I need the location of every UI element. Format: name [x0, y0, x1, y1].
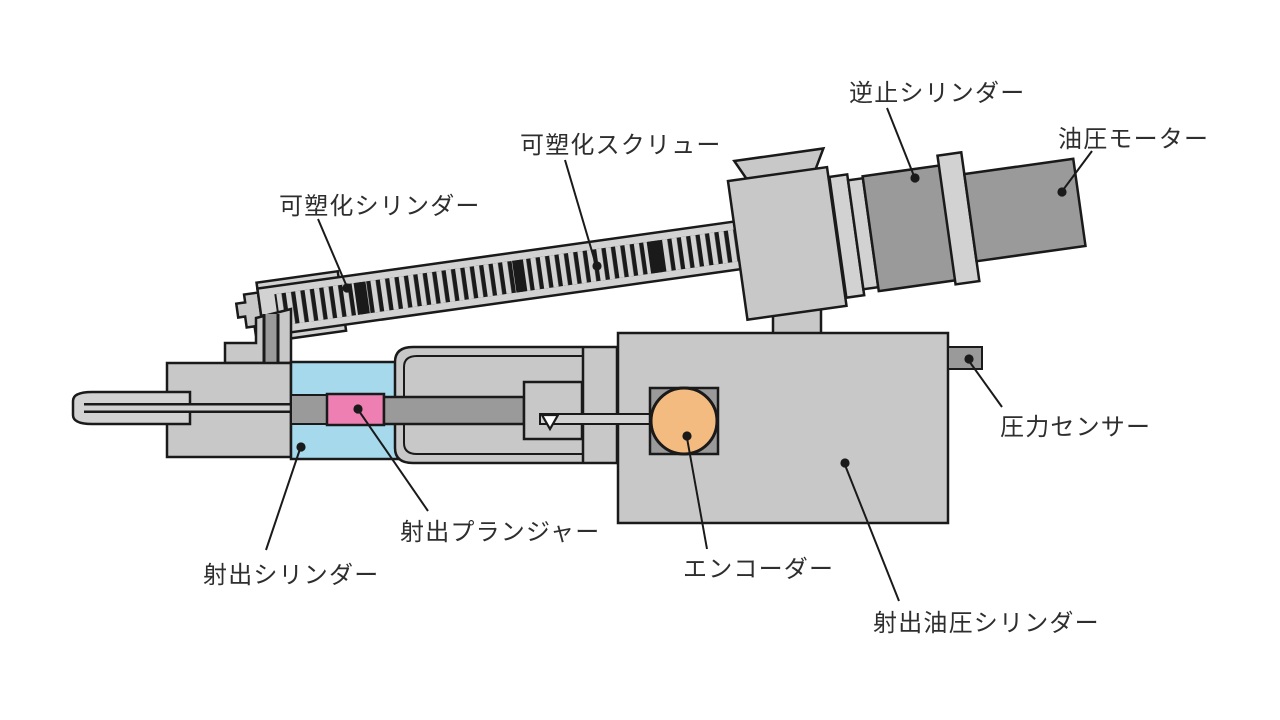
dot-injection-plunger [353, 404, 363, 414]
screw-gap-1 [353, 281, 370, 315]
dot-injection-hydraulic-cylinder [840, 458, 850, 468]
plasticizing-screw-flights [274, 229, 741, 326]
plasticizing-unit [234, 146, 1087, 344]
leader-injection-hydraulic-cylinder [844, 464, 900, 602]
label-injection-cylinder: 射出シリンダー [203, 562, 379, 589]
leader-injection-cylinder [265, 448, 301, 551]
dot-plasticizing-cylinder [342, 283, 352, 293]
dot-check-cylinder [910, 173, 920, 183]
label-check-cylinder: 逆止シリンダー [849, 80, 1025, 107]
encoder-wheel [649, 386, 719, 456]
label-plasticizing-screw: 可塑化スクリュー [520, 132, 722, 159]
plunger-rear-seal [290, 394, 328, 425]
dot-injection-cylinder [296, 442, 306, 452]
labels: 可塑化シリンダー 可塑化スクリュー 逆止シリンダー 油圧モーター 圧力センサー … [203, 80, 1209, 637]
leader-hydraulic-motor [1062, 150, 1093, 191]
leader-plasticizing-cylinder [317, 218, 348, 288]
hydraulic-motor-body [962, 157, 1087, 263]
label-encoder: エンコーダー [683, 556, 834, 583]
position-marker [540, 413, 560, 432]
label-hydraulic-motor: 油圧モーター [1058, 126, 1209, 153]
label-plasticizing-cylinder: 可塑化シリンダー [279, 193, 481, 220]
sprue-casing [223, 307, 293, 365]
leader-plasticizing-screw [564, 159, 597, 266]
leader-pressure-sensor [968, 360, 1003, 408]
dot-plasticizing-screw [592, 261, 602, 271]
label-injection-hydraulic-cylinder: 射出油圧シリンダー [873, 610, 1100, 637]
leader-check-cylinder [886, 107, 915, 177]
label-pressure-sensor: 圧力センサー [1000, 414, 1151, 441]
leader-lines [265, 107, 1093, 602]
plunger-rod [382, 395, 526, 426]
drive-housing [726, 165, 848, 322]
screw-gap-3 [646, 240, 664, 274]
dot-encoder [682, 431, 692, 441]
label-injection-plunger: 射出プランジャー [400, 519, 600, 546]
leader-encoder [686, 437, 708, 550]
screw-gap-2 [511, 259, 528, 293]
leader-injection-plunger [358, 410, 429, 512]
dot-hydraulic-motor [1057, 187, 1067, 197]
dot-pressure-sensor [964, 354, 974, 364]
piston-block [522, 380, 584, 441]
